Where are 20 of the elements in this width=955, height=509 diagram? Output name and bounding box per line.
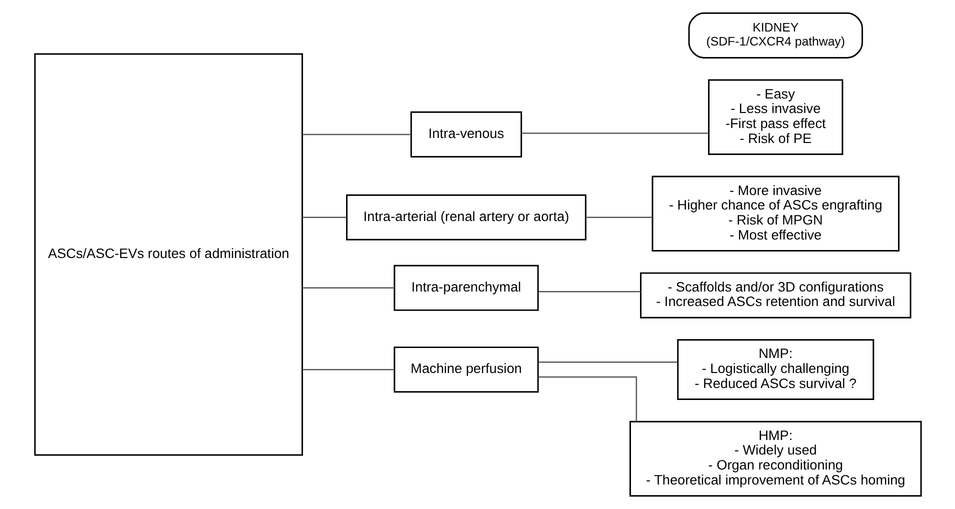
connector	[302, 368, 394, 370]
node-box: Intra-arterial (renal artery or aorta)	[346, 194, 586, 240]
connector	[585, 216, 652, 218]
node-box: ASCs/ASC-EVs routes of administration	[34, 53, 302, 456]
node-box: Intra-parenchymal	[393, 264, 538, 311]
node-box: - Easy - Less invasive -First pass effect - Risk of PE	[708, 79, 843, 155]
connector	[302, 216, 346, 218]
node-box: KIDNEY (SDF-1/CXCR4 pathway)	[688, 12, 862, 58]
connector	[538, 376, 637, 422]
connector	[521, 132, 708, 134]
connector	[538, 362, 678, 363]
connector	[538, 291, 640, 292]
node-box: HMP: - Widely used - Organ reconditioning - Theoretical improvement of ASCs homing	[628, 420, 922, 497]
node-box: Machine perfusion	[393, 346, 538, 393]
connector	[302, 287, 394, 289]
node-box: Intra-venous	[410, 111, 522, 158]
node-box: - Scaffolds and/or 3D configurations - Increased ASCs retention and survival	[640, 272, 911, 318]
node-box: - More invasive - Higher chance of ASCs engrafting - Risk of MPGN - Most effective	[651, 176, 900, 252]
node-box: NMP: - Logistically challenging - Reduced ASCs survival ?	[676, 339, 874, 400]
connector	[302, 134, 411, 136]
